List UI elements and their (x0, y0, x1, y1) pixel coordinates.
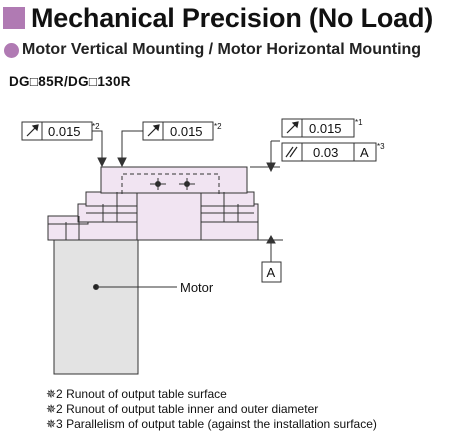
footnotes: ✵2 Runout of output table surface ✵2 Run… (46, 387, 377, 432)
tol4-datum: A (360, 145, 369, 160)
tol1-mark: *2 (92, 122, 100, 131)
parallelism-icon (285, 146, 298, 158)
tolerance-frame-1 (21, 121, 93, 141)
datum-frame (261, 261, 282, 283)
subtitle-dot-icon (4, 42, 19, 58)
output-table (100, 166, 248, 194)
subtitle: Motor Vertical Mounting / Motor Horizont… (4, 40, 421, 60)
subtitle-text: Motor Vertical Mounting / Motor Horizont… (22, 41, 422, 58)
tol3-value: 0.015 (309, 121, 342, 136)
header-square-icon (3, 7, 25, 29)
tolerance-frame-3 (281, 118, 355, 138)
inner-diameter-dashed (121, 173, 220, 194)
runout-arrow-icon (147, 124, 160, 137)
page-title: Mechanical Precision (No Load) (31, 2, 434, 33)
tol4-mark: *3 (377, 142, 385, 151)
motor-body (53, 239, 139, 375)
runout-arrow-icon (286, 121, 299, 134)
center-marks (150, 178, 195, 190)
tolerance-frame-2 (142, 121, 214, 141)
runout-arrow-icon (26, 124, 39, 137)
center-hub (136, 192, 202, 241)
tolerance-frame-4 (281, 142, 377, 162)
tol4-value: 0.03 (313, 145, 338, 160)
tol2-value: 0.015 (170, 124, 203, 139)
tol3-mark: *1 (355, 118, 363, 127)
footnote-3: ✵3 Parallelism of output table (against … (46, 417, 377, 431)
motor-label: Motor (180, 280, 214, 295)
footnote-1: ✵2 Runout of output table surface (46, 387, 227, 401)
tol2-mark: *2 (214, 122, 222, 131)
model-name: DG□85R/DG□130R (9, 74, 131, 89)
footnote-2: ✵2 Runout of output table inner and oute… (46, 402, 319, 416)
tol1-value: 0.015 (48, 124, 81, 139)
datum-label: A (267, 265, 276, 280)
header: Mechanical Precision (No Load) (3, 2, 433, 34)
